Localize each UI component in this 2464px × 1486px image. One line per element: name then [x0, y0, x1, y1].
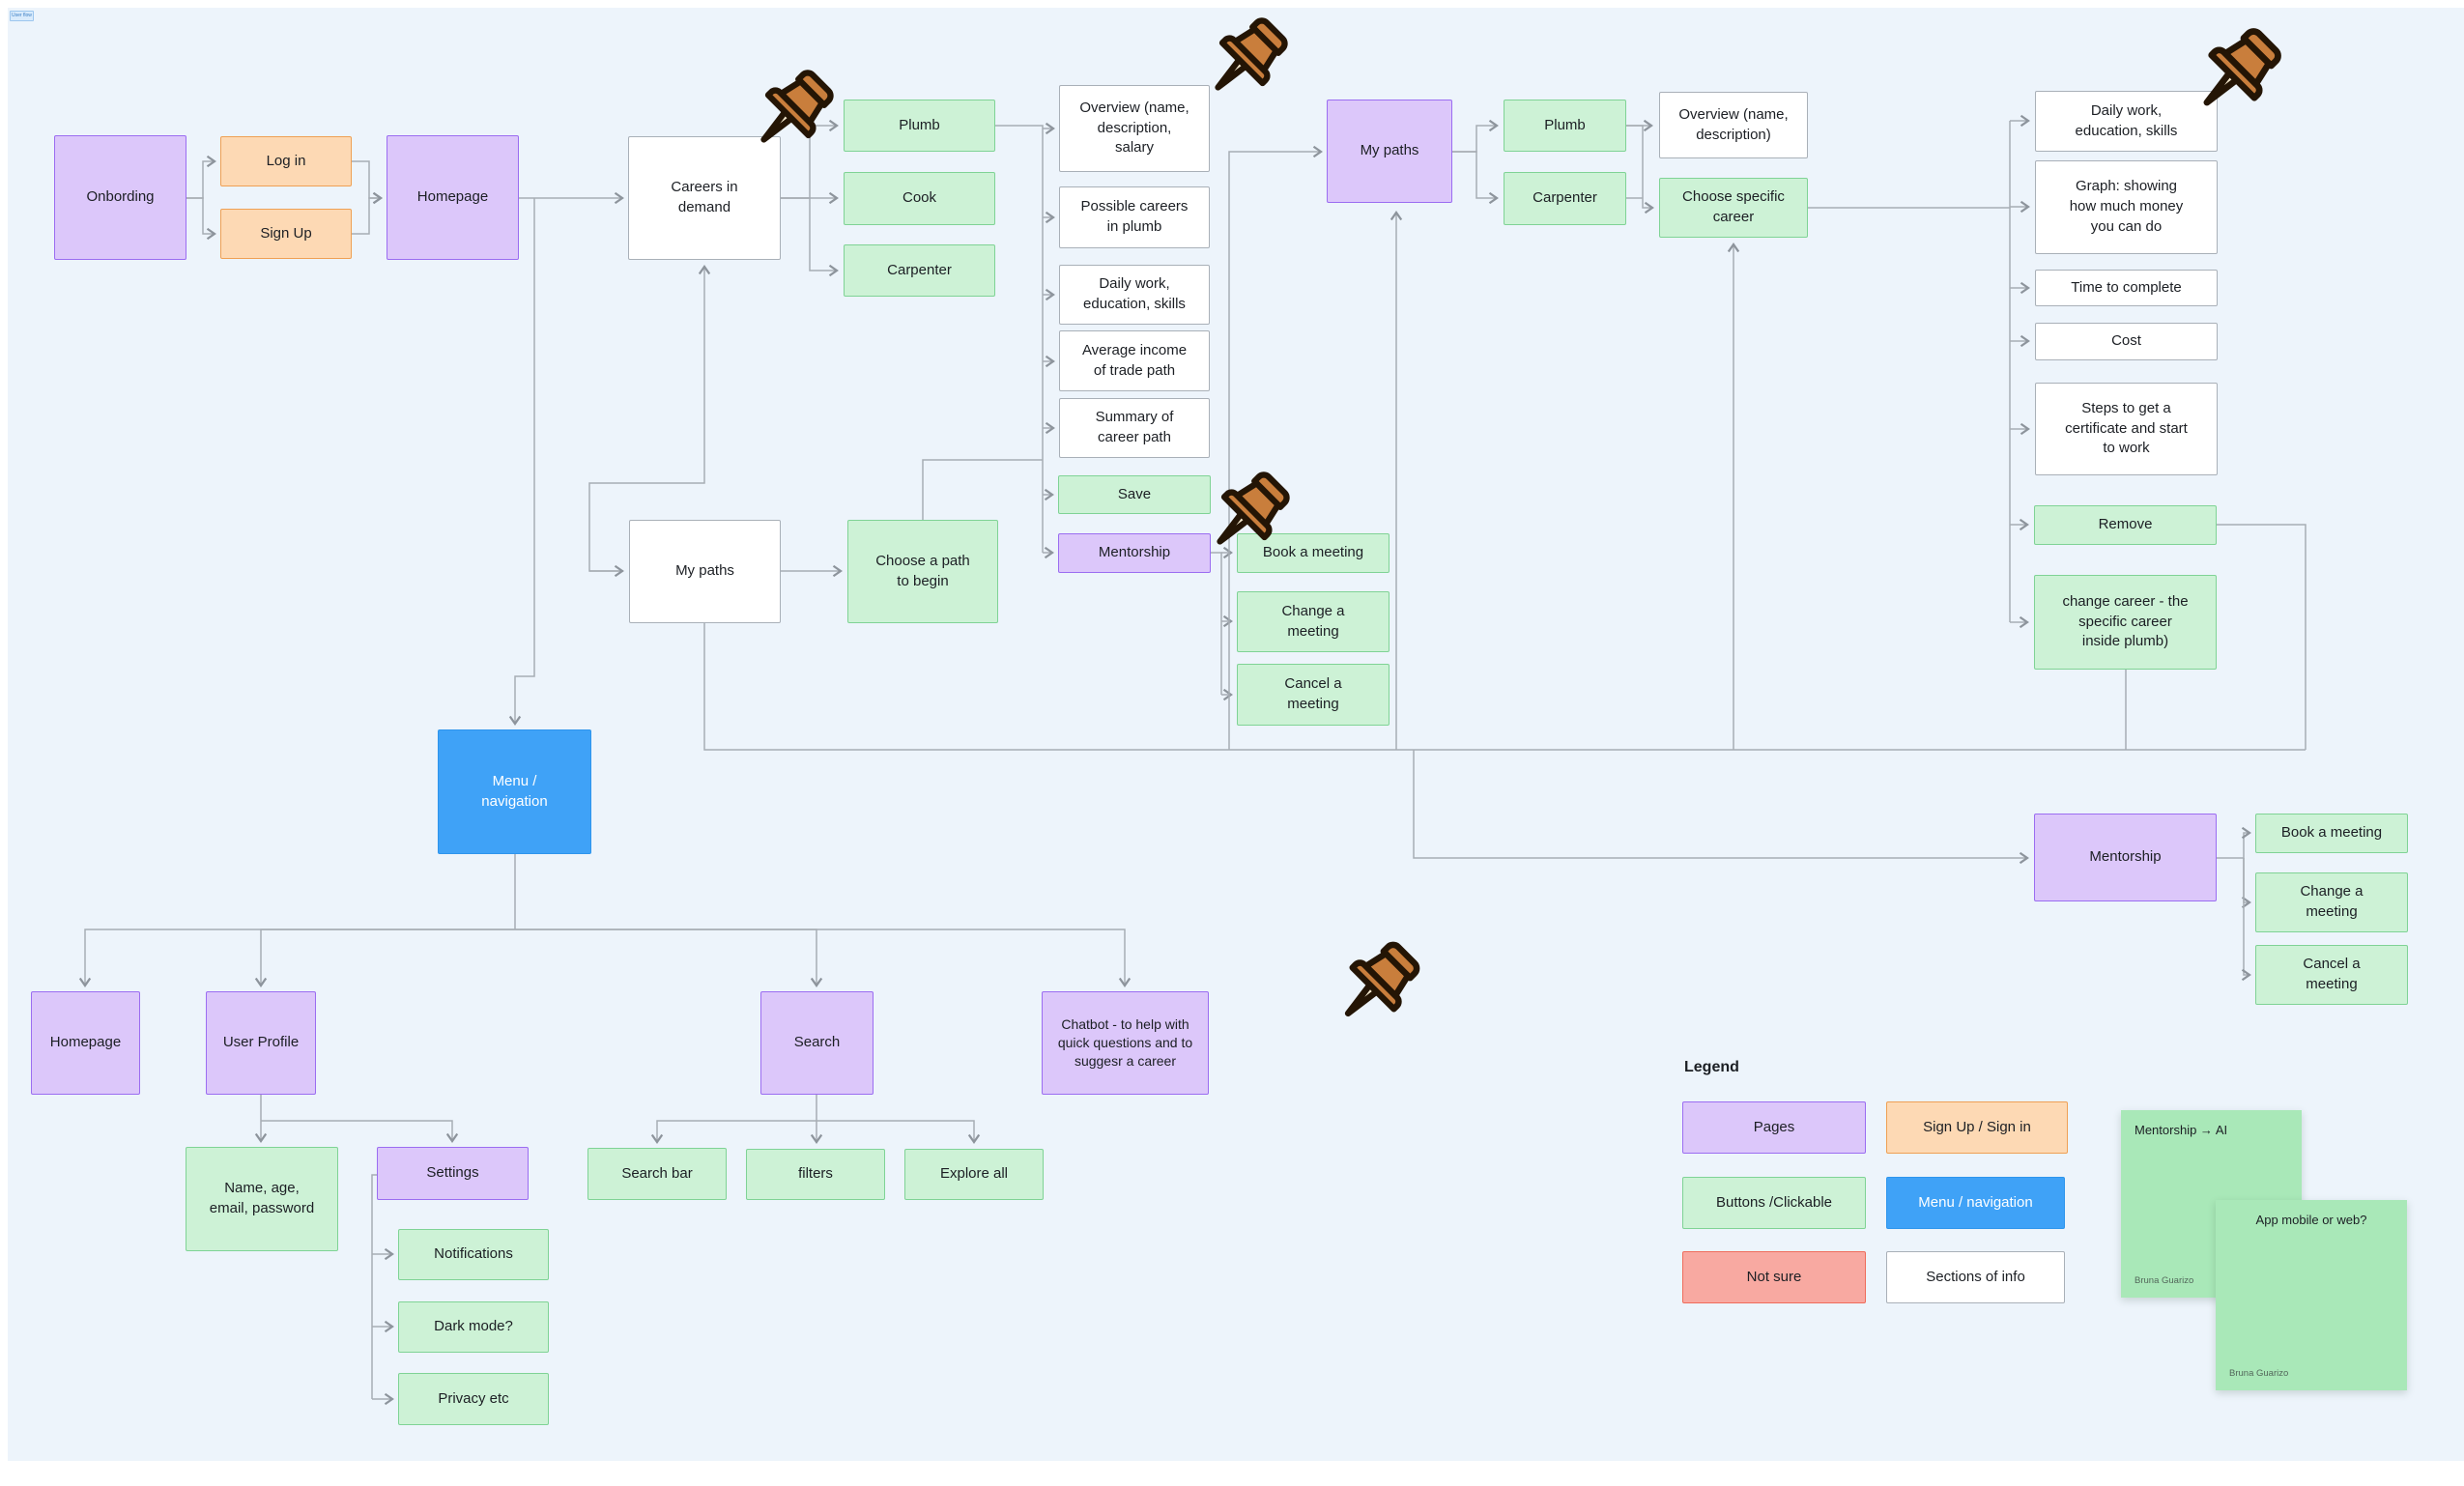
legend-sections[interactable]: Sections of info — [1886, 1251, 2065, 1303]
pushpin-icon[interactable] — [1200, 460, 1302, 561]
node-name-age-email[interactable]: Name, age, email, password — [186, 1147, 338, 1251]
node-menu-navigation[interactable]: Menu / navigation — [438, 729, 591, 854]
sticky-app-mobile-web[interactable]: App mobile or web? Bruna Guarizo — [2216, 1200, 2407, 1390]
node-steps-certificate[interactable]: Steps to get a certificate and start to … — [2035, 383, 2218, 475]
node-homepage[interactable]: Homepage — [387, 135, 519, 260]
node-change-career[interactable]: change career - the specific career insi… — [2034, 575, 2217, 670]
node-summary-career[interactable]: Summary of career path — [1059, 398, 1210, 458]
node-time-to-complete[interactable]: Time to complete — [2035, 270, 2218, 306]
legend-signup[interactable]: Sign Up / Sign in — [1886, 1101, 2068, 1154]
node-book-meeting-2[interactable]: Book a meeting — [2255, 814, 2408, 853]
sticky-note-label: App mobile or web? — [2255, 1213, 2367, 1227]
canvas-section-badge[interactable]: User flow — [10, 11, 34, 21]
legend-menu[interactable]: Menu / navigation — [1886, 1177, 2065, 1229]
node-carpenter[interactable]: Carpenter — [844, 244, 995, 297]
pushpin-icon[interactable] — [1198, 6, 1300, 107]
legend-title: Legend — [1684, 1059, 1739, 1075]
node-plumb[interactable]: Plumb — [844, 100, 995, 152]
node-mentorship[interactable]: Mentorship — [1058, 533, 1211, 573]
node-settings[interactable]: Settings — [377, 1147, 529, 1200]
node-onboarding[interactable]: Onbording — [54, 135, 186, 260]
node-possible-careers[interactable]: Possible careers in plumb — [1059, 186, 1210, 248]
node-search[interactable]: Search — [760, 991, 874, 1095]
sticky-note-author: Bruna Guarizo — [2229, 1368, 2289, 1379]
node-daily-work[interactable]: Daily work, education, skills — [1059, 265, 1210, 325]
node-my-paths-white[interactable]: My paths — [629, 520, 781, 623]
node-cancel-meeting[interactable]: Cancel a meeting — [1237, 664, 1390, 726]
legend-pages[interactable]: Pages — [1682, 1101, 1866, 1154]
node-daily-work-2[interactable]: Daily work, education, skills — [2035, 91, 2218, 152]
node-notifications[interactable]: Notifications — [398, 1229, 549, 1280]
pushpin-icon[interactable] — [2186, 15, 2294, 124]
node-choose-path-begin[interactable]: Choose a path to begin — [847, 520, 998, 623]
node-login[interactable]: Log in — [220, 136, 352, 186]
node-carpenter-2[interactable]: Carpenter — [1504, 172, 1626, 225]
node-save[interactable]: Save — [1058, 475, 1211, 514]
node-cancel-meeting-2[interactable]: Cancel a meeting — [2255, 945, 2408, 1005]
node-cost[interactable]: Cost — [2035, 323, 2218, 360]
legend-buttons[interactable]: Buttons /Clickable — [1682, 1177, 1866, 1229]
legend-notsure[interactable]: Not sure — [1682, 1251, 1866, 1303]
node-cook[interactable]: Cook — [844, 172, 995, 225]
node-overview-salary[interactable]: Overview (name, description, salary — [1059, 85, 1210, 172]
node-careers-in-demand[interactable]: Careers in demand — [628, 136, 781, 260]
node-book-meeting[interactable]: Book a meeting — [1237, 533, 1390, 573]
node-explore-all[interactable]: Explore all — [904, 1149, 1044, 1200]
node-chatbot[interactable]: Chatbot - to help with quick questions a… — [1042, 991, 1209, 1095]
node-homepage-2[interactable]: Homepage — [31, 991, 140, 1095]
node-signup[interactable]: Sign Up — [220, 209, 352, 259]
node-dark-mode[interactable]: Dark mode? — [398, 1301, 549, 1353]
node-my-paths[interactable]: My paths — [1327, 100, 1452, 203]
node-plumb-2[interactable]: Plumb — [1504, 100, 1626, 152]
sticky-note-label: Mentorship → AI — [2135, 1123, 2228, 1137]
node-user-profile[interactable]: User Profile — [206, 991, 316, 1095]
pushpin-icon[interactable] — [744, 58, 845, 159]
node-average-income[interactable]: Average income of trade path — [1059, 330, 1210, 391]
node-mentorship-2[interactable]: Mentorship — [2034, 814, 2217, 901]
node-change-meeting[interactable]: Change a meeting — [1237, 591, 1390, 652]
node-remove[interactable]: Remove — [2034, 505, 2217, 545]
node-search-bar[interactable]: Search bar — [587, 1148, 727, 1200]
node-overview-2[interactable]: Overview (name, description) — [1659, 92, 1808, 158]
node-choose-specific-career[interactable]: Choose specific career — [1659, 178, 1808, 238]
node-change-meeting-2[interactable]: Change a meeting — [2255, 872, 2408, 932]
pushpin-icon[interactable] — [1328, 929, 1432, 1034]
node-graph-money[interactable]: Graph: showing how much money you can do — [2035, 160, 2218, 254]
node-privacy[interactable]: Privacy etc — [398, 1373, 549, 1425]
node-filters[interactable]: filters — [746, 1149, 885, 1200]
sticky-note-author: Bruna Guarizo — [2135, 1275, 2194, 1286]
